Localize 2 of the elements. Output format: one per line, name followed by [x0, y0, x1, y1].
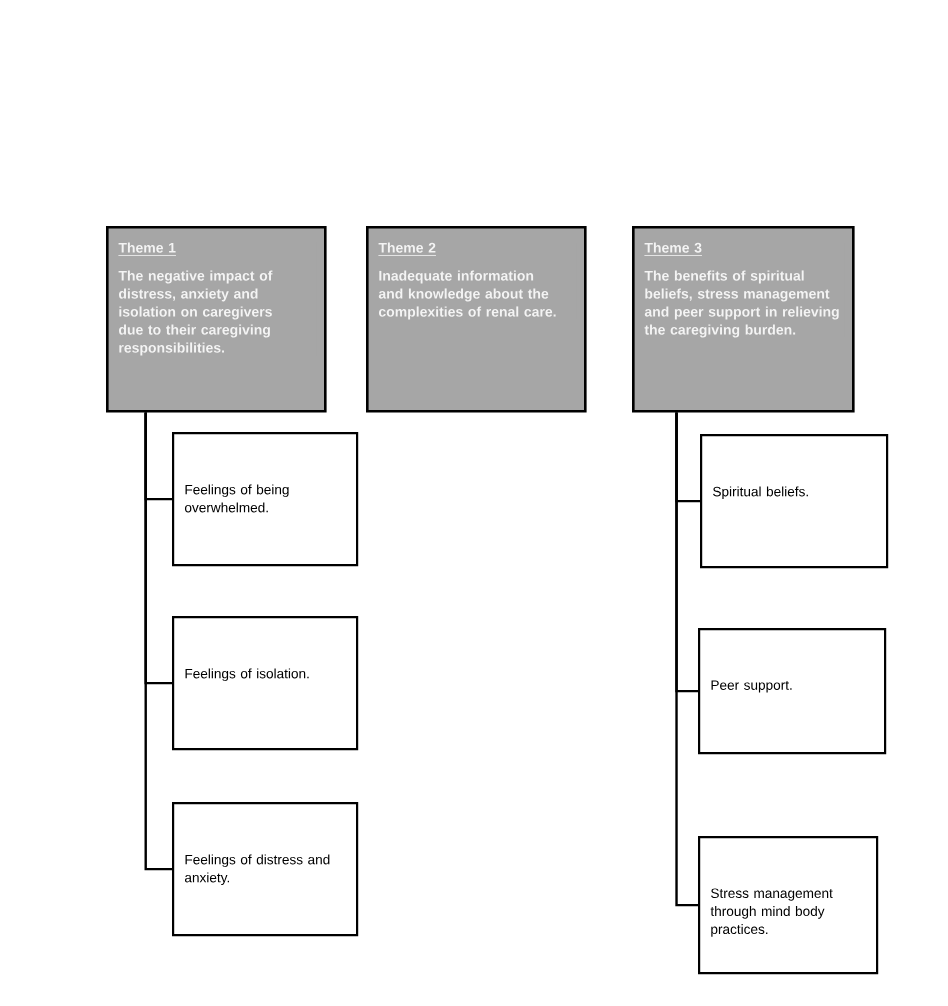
connector-line: [144, 412, 172, 871]
connector-line: [675, 412, 698, 907]
